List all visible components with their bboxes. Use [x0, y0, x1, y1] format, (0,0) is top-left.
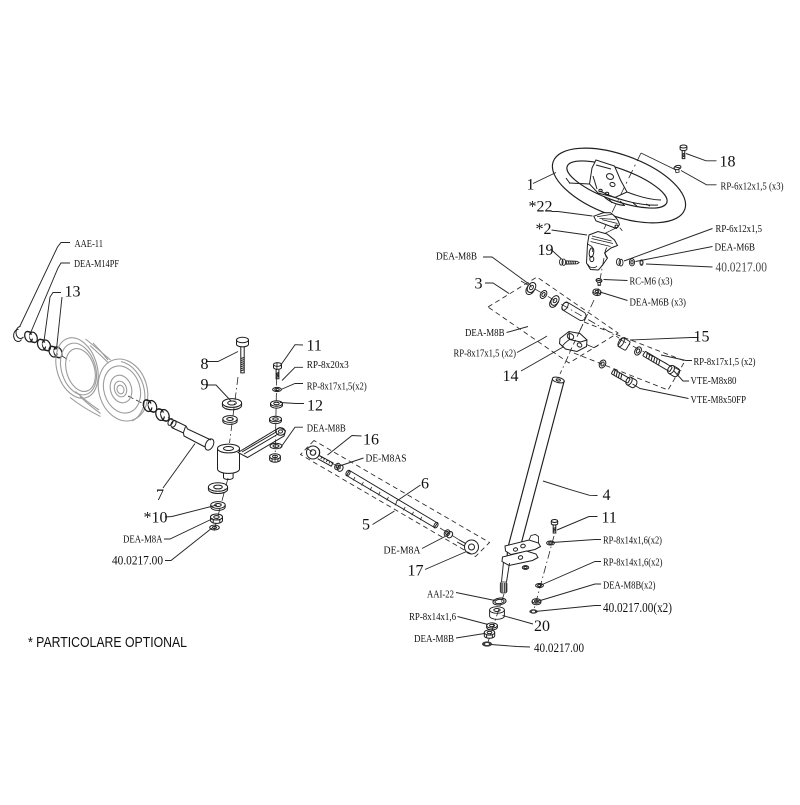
svg-text:11: 11: [602, 510, 617, 527]
svg-text:DEA-M8B: DEA-M8B: [465, 328, 505, 339]
svg-text:4: 4: [603, 487, 611, 504]
svg-text:* PARTICOLARE OPTIONAL: * PARTICOLARE OPTIONAL: [28, 634, 187, 651]
svg-text:13: 13: [65, 284, 81, 301]
svg-text:40.0217.00: 40.0217.00: [112, 554, 163, 568]
svg-text:15: 15: [694, 329, 710, 346]
svg-text:*2: *2: [536, 221, 552, 238]
svg-text:RP-8x14x1,6(x2): RP-8x14x1,6(x2): [603, 558, 663, 569]
svg-text:AAE-11: AAE-11: [75, 239, 104, 250]
svg-text:20: 20: [534, 618, 550, 635]
svg-text:DEA-M8A: DEA-M8A: [123, 535, 163, 546]
svg-text:17: 17: [408, 563, 424, 580]
svg-text:1: 1: [527, 177, 535, 194]
svg-text:RC-M6 (x3): RC-M6 (x3): [630, 277, 673, 288]
svg-text:DEA-M6B: DEA-M6B: [715, 243, 756, 254]
svg-text:40.0217.00(x2): 40.0217.00(x2): [603, 600, 672, 615]
svg-text:18: 18: [720, 154, 736, 171]
svg-text:DEA-M14PF: DEA-M14PF: [74, 259, 119, 270]
svg-text:9: 9: [201, 377, 209, 394]
svg-text:RP-8x17x1,5 (x2): RP-8x17x1,5 (x2): [454, 349, 517, 360]
svg-text:3: 3: [475, 276, 483, 293]
svg-text:DEA-M8B: DEA-M8B: [414, 634, 454, 645]
svg-text:DE-M8A: DE-M8A: [384, 546, 421, 557]
svg-text:VTE-M8x80: VTE-M8x80: [691, 376, 737, 387]
svg-text:14: 14: [503, 368, 519, 385]
svg-text:RP-8x14x1,6(x2): RP-8x14x1,6(x2): [603, 536, 662, 547]
svg-text:40.0217.00: 40.0217.00: [716, 260, 768, 275]
svg-text:11: 11: [307, 338, 322, 355]
svg-text:DEA-M6B (x3): DEA-M6B (x3): [630, 298, 687, 309]
svg-text:40.0217.00: 40.0217.00: [534, 641, 584, 655]
svg-text:DEA-M8B(x2): DEA-M8B(x2): [603, 581, 656, 592]
svg-text:19: 19: [538, 242, 554, 259]
svg-text:DEA-M8B: DEA-M8B: [436, 252, 477, 263]
svg-text:*22: *22: [529, 199, 553, 216]
svg-text:RP-8x17x1,5 (x2): RP-8x17x1,5 (x2): [694, 357, 756, 368]
svg-text:VTE-M8x50FP: VTE-M8x50FP: [691, 395, 747, 406]
svg-text:16: 16: [363, 432, 379, 449]
svg-text:RP-6x12x1,5: RP-6x12x1,5: [716, 224, 763, 235]
svg-text:6: 6: [421, 476, 429, 493]
svg-text:RP-8x20x3: RP-8x20x3: [307, 360, 349, 371]
svg-text:DEA-M8B: DEA-M8B: [307, 424, 346, 435]
svg-text:DE-M8AS: DE-M8AS: [366, 454, 407, 465]
svg-text:RP-8x17x1,5(x2): RP-8x17x1,5(x2): [307, 382, 367, 393]
svg-text:5: 5: [362, 517, 370, 534]
svg-text:RP-6x12x1,5 (x3): RP-6x12x1,5 (x3): [721, 182, 784, 193]
svg-text:12: 12: [307, 398, 323, 415]
svg-text:RP-8x14x1,6: RP-8x14x1,6: [409, 612, 456, 623]
svg-text:*10: *10: [144, 510, 168, 527]
svg-text:8: 8: [201, 356, 209, 373]
svg-text:7: 7: [156, 487, 164, 504]
svg-text:AAI-22: AAI-22: [427, 590, 454, 601]
